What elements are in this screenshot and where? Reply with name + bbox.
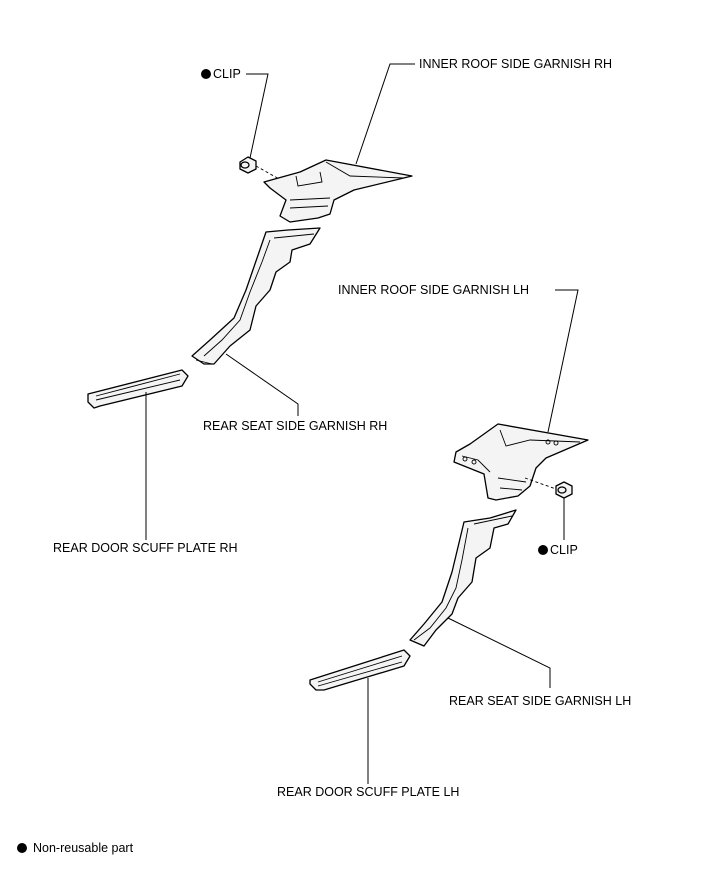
clip-rh-dashed-line bbox=[255, 165, 289, 185]
rear-door-scuff-plate-lh-part bbox=[309, 649, 411, 691]
label-inner-roof-side-garnish-rh: INNER ROOF SIDE GARNISH RH bbox=[419, 57, 612, 71]
clip-lh-part bbox=[555, 481, 573, 499]
leader-rear-seat-rh bbox=[225, 353, 299, 416]
clip-rh-part bbox=[239, 156, 257, 174]
clip-rh-bullet-icon bbox=[201, 69, 211, 79]
label-inner-roof-side-garnish-lh: INNER ROOF SIDE GARNISH LH bbox=[338, 283, 529, 297]
label-clip-lh: CLIP bbox=[550, 543, 578, 557]
label-rear-seat-side-garnish-lh: REAR SEAT SIDE GARNISH LH bbox=[449, 694, 631, 708]
clip-lh-bullet-icon bbox=[538, 545, 548, 555]
inner-roof-side-garnish-rh-part bbox=[263, 159, 413, 223]
label-rear-door-scuff-plate-lh: REAR DOOR SCUFF PLATE LH bbox=[277, 785, 459, 799]
filled-circle-icon bbox=[17, 843, 27, 853]
label-clip-rh: CLIP bbox=[213, 67, 241, 81]
leader-clip-rh bbox=[246, 73, 269, 159]
leader-inner-roof-rh bbox=[355, 63, 415, 165]
legend-text: Non-reusable part bbox=[33, 841, 134, 855]
inner-roof-side-garnish-lh-part bbox=[453, 423, 589, 501]
rear-door-scuff-plate-rh-part bbox=[87, 369, 189, 409]
leader-rear-seat-lh bbox=[447, 617, 551, 688]
rear-seat-side-garnish-rh-part bbox=[191, 227, 321, 365]
leader-inner-roof-lh bbox=[547, 289, 579, 433]
rear-seat-side-garnish-lh-part bbox=[409, 509, 517, 647]
label-rear-door-scuff-plate-rh: REAR DOOR SCUFF PLATE RH bbox=[53, 541, 238, 555]
label-rear-seat-side-garnish-rh: REAR SEAT SIDE GARNISH RH bbox=[203, 419, 387, 433]
